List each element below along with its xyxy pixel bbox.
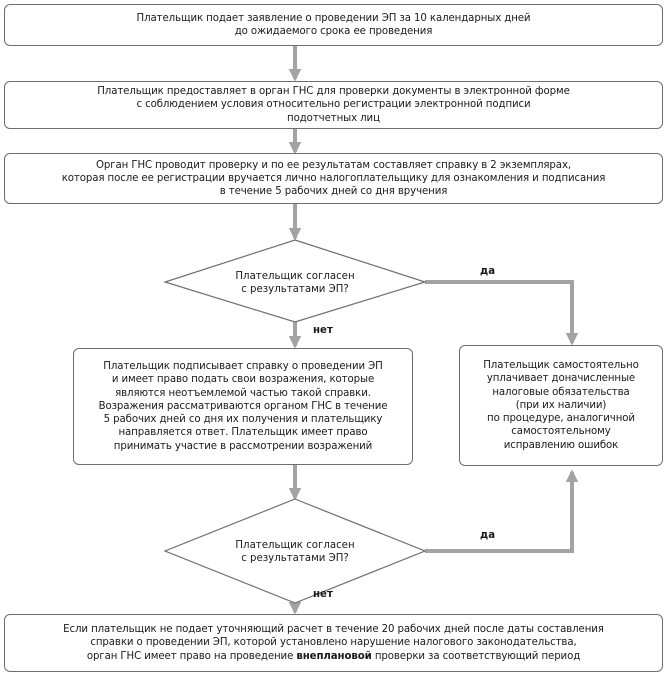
- label-yes-2: да: [480, 530, 496, 541]
- decision-2-text: Плательщик согласен с результатами ЭП?: [235, 540, 355, 565]
- arrow-decision2-yes: [425, 469, 579, 553]
- label-no-1: нет: [313, 325, 333, 336]
- decision-diamond-2: [163, 498, 427, 604]
- step-unscheduled-inspection: Если плательщик не подает уточняющий рас…: [4, 614, 663, 672]
- step-provide-docs-text: Плательщик предоставляет в орган ГНС для…: [97, 86, 570, 124]
- step-submit-text: Плательщик подает заявление о проведении…: [136, 12, 531, 37]
- step-tax-check: Орган ГНС проводит проверку и по ее резу…: [4, 153, 663, 204]
- arrow-decision1-yes: [425, 280, 579, 346]
- decision-diamond-1: [163, 239, 427, 323]
- step-check-text: Орган ГНС проводит проверку и по ее резу…: [61, 159, 606, 198]
- step-sign-and-objections: Плательщик подписывает справку о проведе…: [73, 348, 413, 465]
- final-text-part-1: Если плательщик не подает уточняющий рас…: [63, 624, 604, 662]
- step-self-pay-text: Плательщик самостоятельно уплачивает дон…: [483, 360, 639, 451]
- step-final-text: Если плательщик не подает уточняющий рас…: [63, 623, 604, 663]
- label-no-2: нет: [313, 589, 333, 600]
- step-self-payment: Плательщик самостоятельно уплачивает дон…: [459, 345, 663, 466]
- final-text-bold: внеплановой: [296, 650, 372, 662]
- final-text-part-2: проверки за соответствующий период: [371, 650, 581, 662]
- step-sign-text: Плательщик подписывает справку о проведе…: [98, 361, 388, 452]
- step-provide-documents: Плательщик предоставляет в орган ГНС для…: [4, 81, 663, 129]
- decision-1-text: Плательщик согласен с результатами ЭП?: [235, 271, 355, 296]
- label-yes-1: да: [480, 266, 496, 277]
- step-submit-application: Плательщик подает заявление о проведении…: [4, 4, 663, 46]
